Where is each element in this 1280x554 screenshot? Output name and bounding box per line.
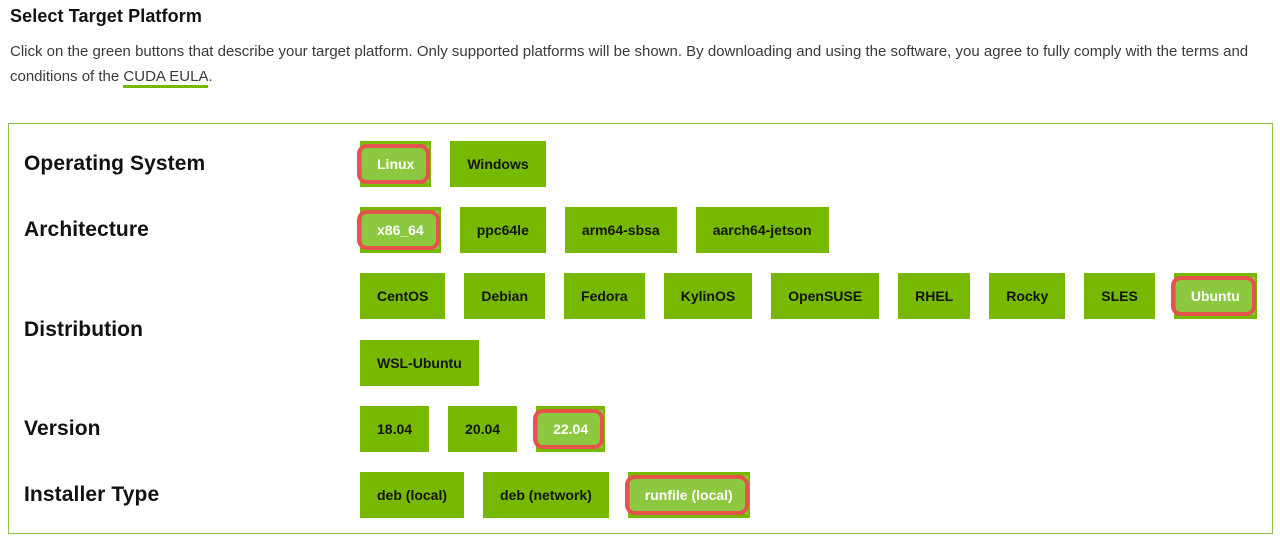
option-opensuse[interactable]: OpenSUSE	[771, 273, 880, 319]
option-line: CentOS Debian Fedora KylinOS OpenSUSE RHEL Roc…	[360, 273, 1257, 319]
row-options-version: 18.04 20.04 22.04	[360, 406, 606, 452]
option-rhel[interactable]: RHEL	[898, 273, 971, 319]
option-label: 18.04	[377, 421, 413, 437]
cuda-eula-link[interactable]: CUDA EULA	[123, 68, 209, 88]
row-label-architecture: Architecture	[24, 218, 149, 241]
option-label: 20.04	[465, 421, 501, 437]
option-rocky[interactable]: Rocky	[989, 273, 1066, 319]
option-label: KylinOS	[680, 288, 736, 304]
option-windows[interactable]: Windows	[450, 141, 546, 187]
option-sles[interactable]: SLES	[1084, 273, 1155, 319]
row-options-operating-system: Linux Windows	[357, 141, 546, 187]
row-options-architecture: x86_64 ppc64le arm64-sbsa aarch64-jetson	[357, 207, 829, 253]
option-label: ppc64le	[476, 222, 529, 238]
option-label: Ubuntu	[1190, 288, 1240, 304]
option-label: Linux	[377, 156, 415, 172]
option-label: SLES	[1101, 288, 1138, 304]
option-line: WSL-Ubuntu	[360, 340, 1257, 386]
option-label: x86_64	[377, 222, 424, 238]
option-debian[interactable]: Debian	[464, 273, 546, 319]
option-label: WSL-Ubuntu	[377, 355, 462, 371]
selector-row-version: Version 18.04 20.04 22.04	[24, 406, 1257, 452]
option-label: Debian	[481, 288, 529, 304]
selector-row-distribution: Distribution CentOS Debian Fedora KylinOS Ope…	[24, 273, 1257, 386]
option-label: Fedora	[581, 288, 628, 304]
option-wsl-ubuntu[interactable]: WSL-Ubuntu	[360, 340, 479, 386]
option-label: CentOS	[377, 288, 429, 304]
option-kylinos[interactable]: KylinOS	[663, 273, 753, 319]
description-intro: Click on the green buttons that describe…	[10, 43, 1249, 85]
option-label: 22.04	[553, 421, 589, 437]
row-label-installer-type: Installer Type	[24, 483, 160, 506]
description-suffix: .	[208, 68, 213, 85]
option-line: deb (local) deb (network) runfile (local)	[360, 472, 750, 518]
row-options-distribution: CentOS Debian Fedora KylinOS OpenSUSE RHEL Roc…	[360, 273, 1257, 386]
row-label-version: Version	[24, 417, 101, 440]
option-label: OpenSUSE	[788, 288, 863, 304]
option-linux[interactable]: Linux	[357, 141, 432, 187]
option-label: arm64-sbsa	[581, 222, 660, 238]
option-deb-network[interactable]: deb (network)	[483, 472, 609, 518]
option-22-04[interactable]: 22.04	[533, 406, 606, 452]
option-20-04[interactable]: 20.04	[448, 406, 518, 452]
option-deb-local[interactable]: deb (local)	[360, 472, 465, 518]
option-label: deb (local)	[377, 487, 448, 503]
selector-row-architecture: Architecture x86_64 ppc64le arm64-sbsa aarch…	[24, 207, 1257, 253]
option-label: Windows	[467, 156, 529, 172]
option-line: Linux Windows	[357, 141, 546, 187]
option-line: x86_64 ppc64le arm64-sbsa aarch64-jetson	[357, 207, 829, 253]
option-label: RHEL	[915, 288, 954, 304]
option-label: aarch64-jetson	[712, 222, 812, 238]
option-runfile-local[interactable]: runfile (local)	[624, 472, 750, 518]
option-line: 18.04 20.04 22.04	[360, 406, 606, 452]
option-ppc64le[interactable]: ppc64le	[459, 207, 546, 253]
option-18-04[interactable]: 18.04	[360, 406, 430, 452]
page-title: Select Target Platform	[10, 6, 202, 26]
option-centos[interactable]: CentOS	[360, 273, 446, 319]
row-options-installer-type: deb (local) deb (network) runfile (local)	[360, 472, 750, 518]
row-label-operating-system: Operating System	[24, 152, 206, 175]
option-label: Rocky	[1006, 288, 1049, 304]
option-label: deb (network)	[500, 487, 592, 503]
option-fedora[interactable]: Fedora	[564, 273, 645, 319]
row-label-distribution: Distribution	[24, 317, 144, 341]
option-x86-64[interactable]: x86_64	[357, 207, 441, 253]
selector-row-operating-system: Operating System Linux Windows	[24, 141, 1257, 187]
option-aarch64-jetson[interactable]: aarch64-jetson	[695, 207, 829, 253]
option-label: runfile (local)	[644, 487, 733, 503]
selector-row-installer-type: Installer Type deb (local) deb (network) ru…	[24, 472, 1257, 518]
description-text: Click on the green buttons that describe…	[10, 39, 1270, 89]
option-ubuntu[interactable]: Ubuntu	[1170, 273, 1257, 319]
option-arm64-sbsa[interactable]: arm64-sbsa	[564, 207, 677, 253]
